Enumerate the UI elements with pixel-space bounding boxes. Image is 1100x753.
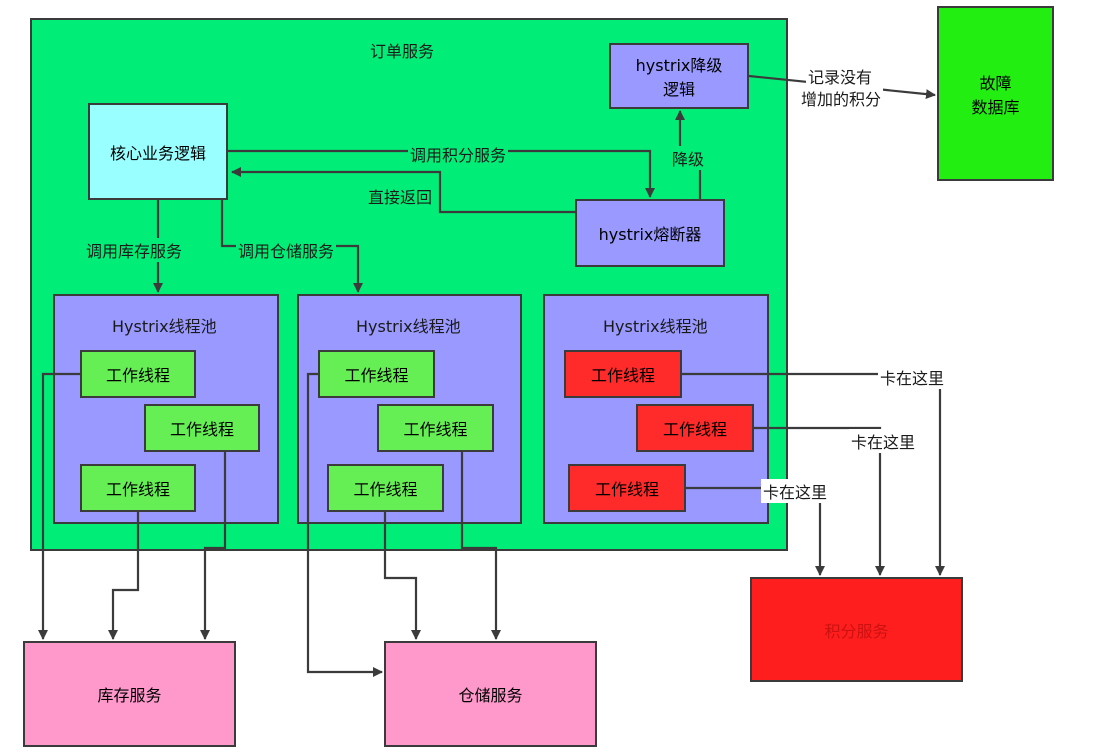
worker-thread: 工作线程	[377, 404, 494, 452]
fault-database-label-2: 数据库	[971, 97, 1020, 117]
worker-thread-label: 工作线程	[169, 420, 234, 439]
label-call-storage: 调用仓储服务	[236, 238, 337, 262]
fallback-logic-box: hystrix降级 逻辑	[609, 43, 749, 109]
label-call-points: 调用积分服务	[408, 142, 509, 166]
label-direct-return: 直接返回	[366, 184, 435, 208]
inventory-service-label: 库存服务	[97, 686, 162, 705]
core-logic-label: 核心业务逻辑	[109, 143, 206, 163]
worker-thread: 工作线程	[80, 464, 196, 512]
thread-pool-1-title: Hystrix线程池	[112, 317, 217, 336]
worker-thread-label: 工作线程	[353, 480, 418, 499]
worker-thread-label: 工作线程	[344, 366, 409, 385]
label-call-inventory: 调用库存服务	[84, 238, 185, 262]
fault-database-label-1: 故障	[979, 73, 1012, 93]
label-record-1: 记录没有	[806, 64, 875, 88]
worker-thread: 工作线程	[327, 464, 444, 512]
fallback-logic-label-1: hystrix降级	[635, 56, 723, 75]
storage-service-box: 仓储服务	[384, 641, 597, 747]
points-service-label: 积分服务	[824, 621, 889, 641]
circuit-breaker-label: hystrix熔断器	[598, 225, 702, 244]
worker-thread-label: 工作线程	[590, 366, 655, 385]
storage-service-label: 仓储服务	[458, 686, 523, 705]
fallback-logic-label-2: 逻辑	[662, 80, 695, 99]
order-service-title: 订单服务	[370, 42, 435, 61]
inventory-service-box: 库存服务	[23, 641, 236, 747]
stuck-worker-thread: 工作线程	[564, 350, 682, 398]
worker-thread-label: 工作线程	[403, 420, 468, 439]
thread-pool-2-title: Hystrix线程池	[356, 317, 461, 336]
worker-thread: 工作线程	[318, 350, 435, 398]
worker-thread: 工作线程	[80, 350, 196, 398]
worker-thread-label: 工作线程	[594, 480, 659, 499]
label-record-2: 增加的积分	[799, 86, 884, 110]
label-degrade: 降级	[670, 146, 707, 170]
stuck-worker-thread: 工作线程	[568, 464, 686, 512]
label-stuck-here: 卡在这里	[761, 479, 830, 503]
label-stuck-here: 卡在这里	[849, 429, 918, 453]
circuit-breaker-box: hystrix熔断器	[575, 199, 725, 267]
worker-thread-label: 工作线程	[105, 366, 170, 385]
worker-thread-label: 工作线程	[662, 420, 727, 439]
fault-database-box: 故障 数据库	[937, 6, 1054, 181]
label-stuck-here: 卡在这里	[878, 365, 947, 389]
worker-thread-label: 工作线程	[105, 480, 170, 499]
stuck-worker-thread: 工作线程	[636, 404, 754, 452]
worker-thread: 工作线程	[144, 404, 260, 452]
core-logic-box: 核心业务逻辑	[88, 103, 228, 200]
points-service-box: 积分服务	[750, 577, 963, 682]
thread-pool-3-title: Hystrix线程池	[603, 317, 708, 336]
